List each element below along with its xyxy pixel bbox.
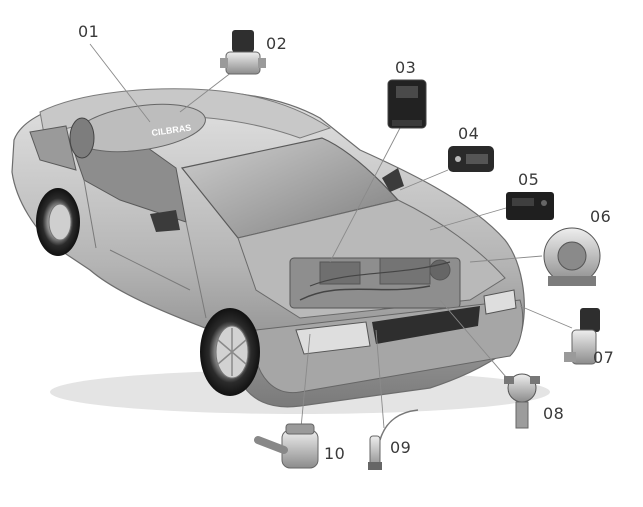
callout-07: 07 xyxy=(593,348,615,367)
component-05-emulator xyxy=(506,192,554,220)
callout-10: 10 xyxy=(324,444,346,463)
callout-05: 05 xyxy=(518,170,540,189)
car-front-wheel xyxy=(200,308,260,396)
engine-bay-components xyxy=(289,257,461,309)
component-02-valve xyxy=(220,30,266,75)
callout-02: 02 xyxy=(266,34,288,53)
component-10-nozzle xyxy=(254,423,319,469)
callout-08: 08 xyxy=(543,404,565,423)
car-mirror-right xyxy=(382,168,404,192)
callout-06: 06 xyxy=(590,207,612,226)
car-rear-wheel xyxy=(36,188,80,256)
car-door-lines xyxy=(83,179,207,319)
component-09-sensor xyxy=(368,409,419,470)
car-mirror-left xyxy=(150,210,180,232)
car-illustration: CILBRAS xyxy=(11,88,550,414)
callout-09: 09 xyxy=(390,438,412,457)
component-04-switch xyxy=(448,146,494,172)
component-06-reducer xyxy=(543,227,601,286)
component-08-injector xyxy=(504,373,540,429)
callout-03: 03 xyxy=(395,58,417,77)
leader-lines xyxy=(89,43,573,439)
component-03-ecu xyxy=(387,79,427,129)
callout-01: 01 xyxy=(78,22,100,41)
car-rear-window xyxy=(29,125,77,171)
component-07-fitting xyxy=(564,308,600,365)
car-headlight-right xyxy=(483,289,517,315)
car-headlight-left xyxy=(295,321,371,355)
lpg-tank: CILBRAS xyxy=(69,103,206,159)
callout-04: 04 xyxy=(458,124,480,143)
